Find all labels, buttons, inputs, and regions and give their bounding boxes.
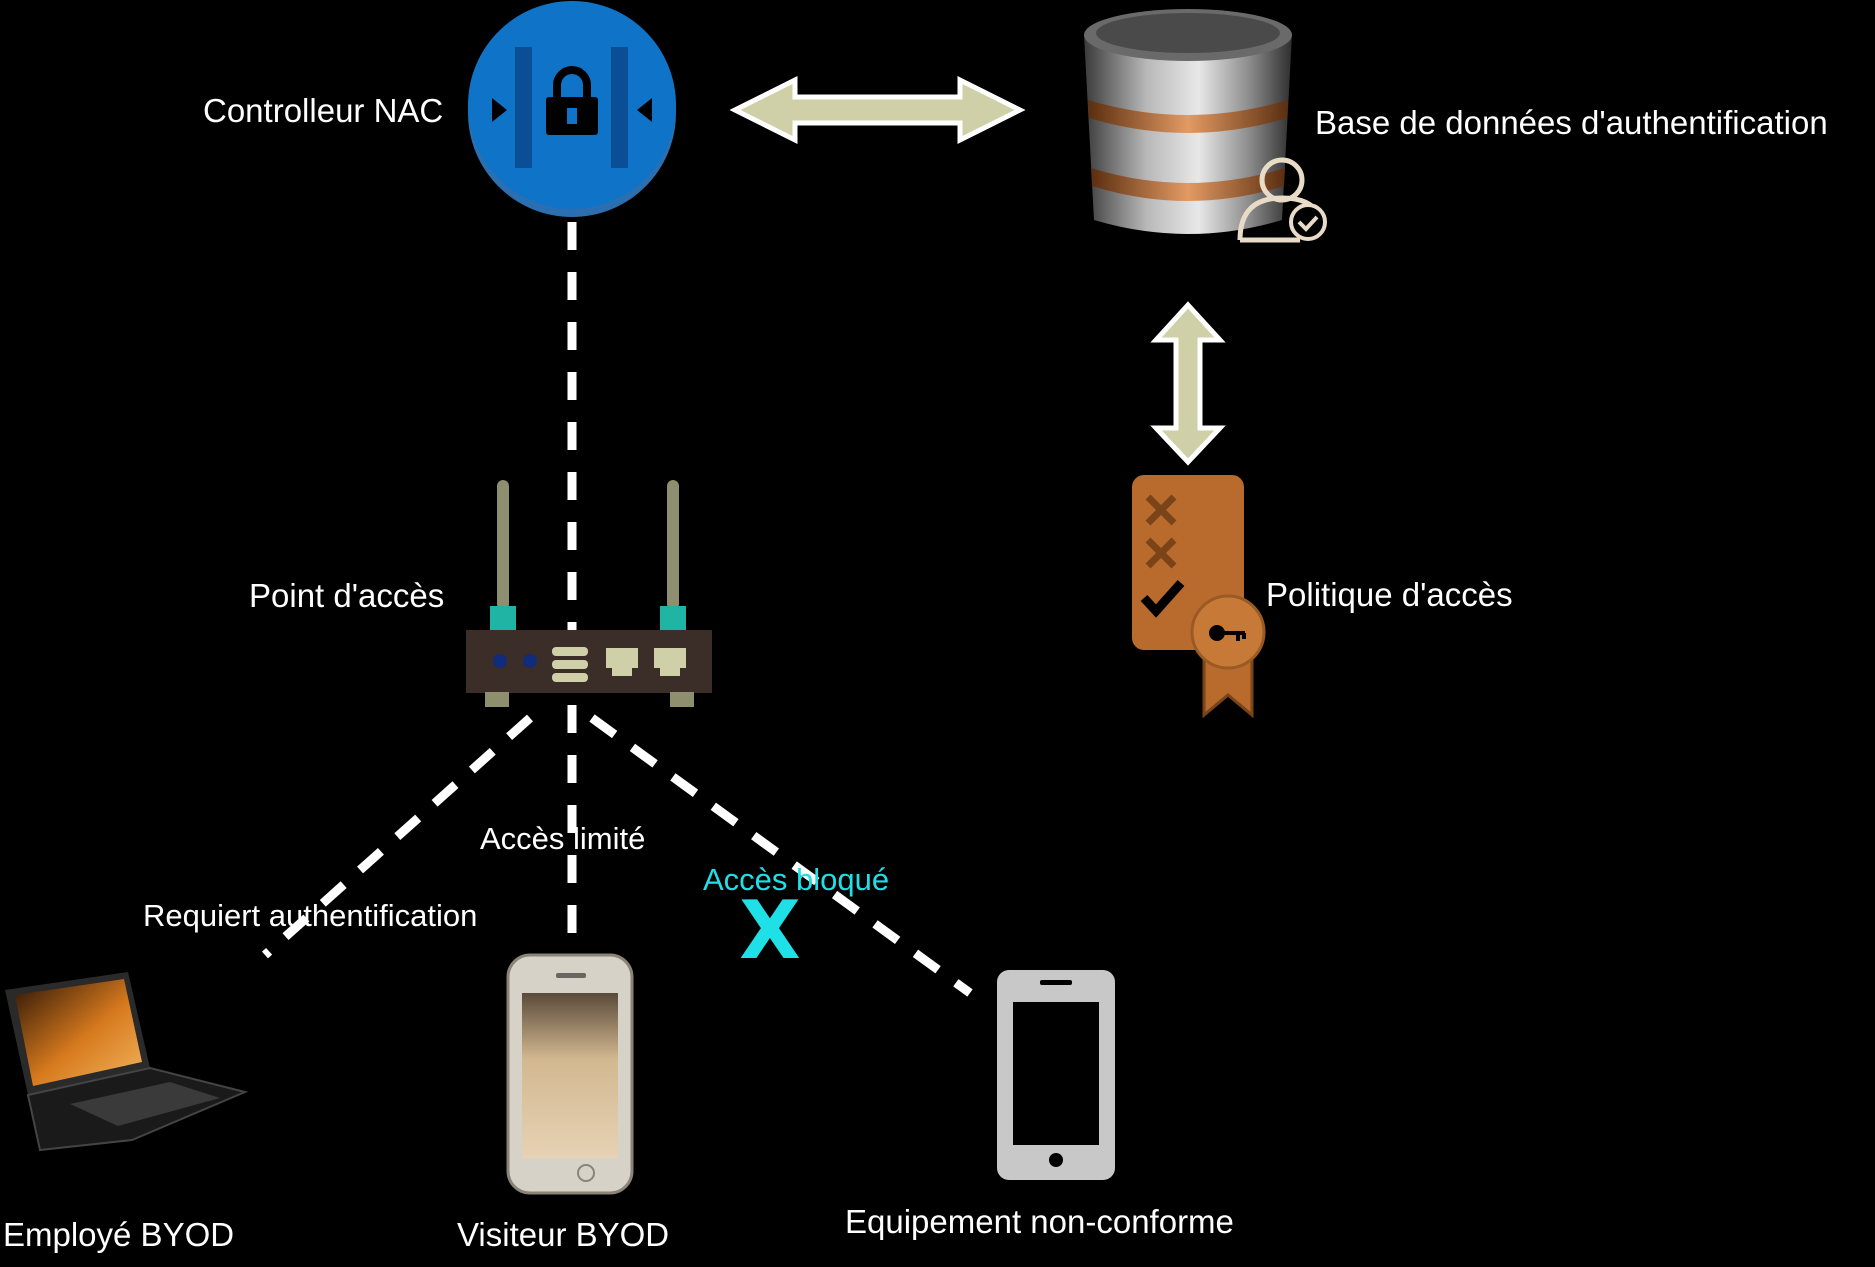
db-policy-double-arrow	[1150, 301, 1226, 466]
visitor-byod-label: Visiteur BYOD	[457, 1216, 669, 1253]
blocked-x-mark: X	[739, 884, 801, 977]
database-user-check-icon	[1084, 9, 1327, 243]
ap-to-employee-line	[262, 714, 533, 959]
laptop-icon	[5, 972, 249, 1152]
phone-outline-icon	[997, 970, 1115, 1180]
employee-byod-label: Employé BYOD	[3, 1216, 234, 1253]
nac-db-double-arrow	[729, 75, 1026, 145]
nac-controller-label: Controlleur NAC	[203, 92, 443, 129]
auth-database-label: Base de données d'authentification	[1315, 104, 1828, 141]
blocked-edge-label: Accès bloqué	[703, 862, 889, 897]
noncompliant-device-label: Equipement non-conforme	[845, 1203, 1234, 1240]
policy-certificate-icon	[1132, 475, 1266, 719]
smartphone-icon	[506, 953, 634, 1195]
employee-edge-label: Requiert authentification	[143, 898, 477, 933]
ap-to-noncompliant-line	[589, 714, 973, 997]
lock-gate-icon	[468, 1, 676, 217]
access-point-label: Point d'accès	[249, 577, 444, 614]
wifi-router-icon	[466, 480, 712, 707]
access-policy-label: Politique d'accès	[1266, 576, 1513, 613]
visitor-edge-label: Accès limité	[480, 821, 645, 856]
connection-lines	[262, 222, 973, 997]
